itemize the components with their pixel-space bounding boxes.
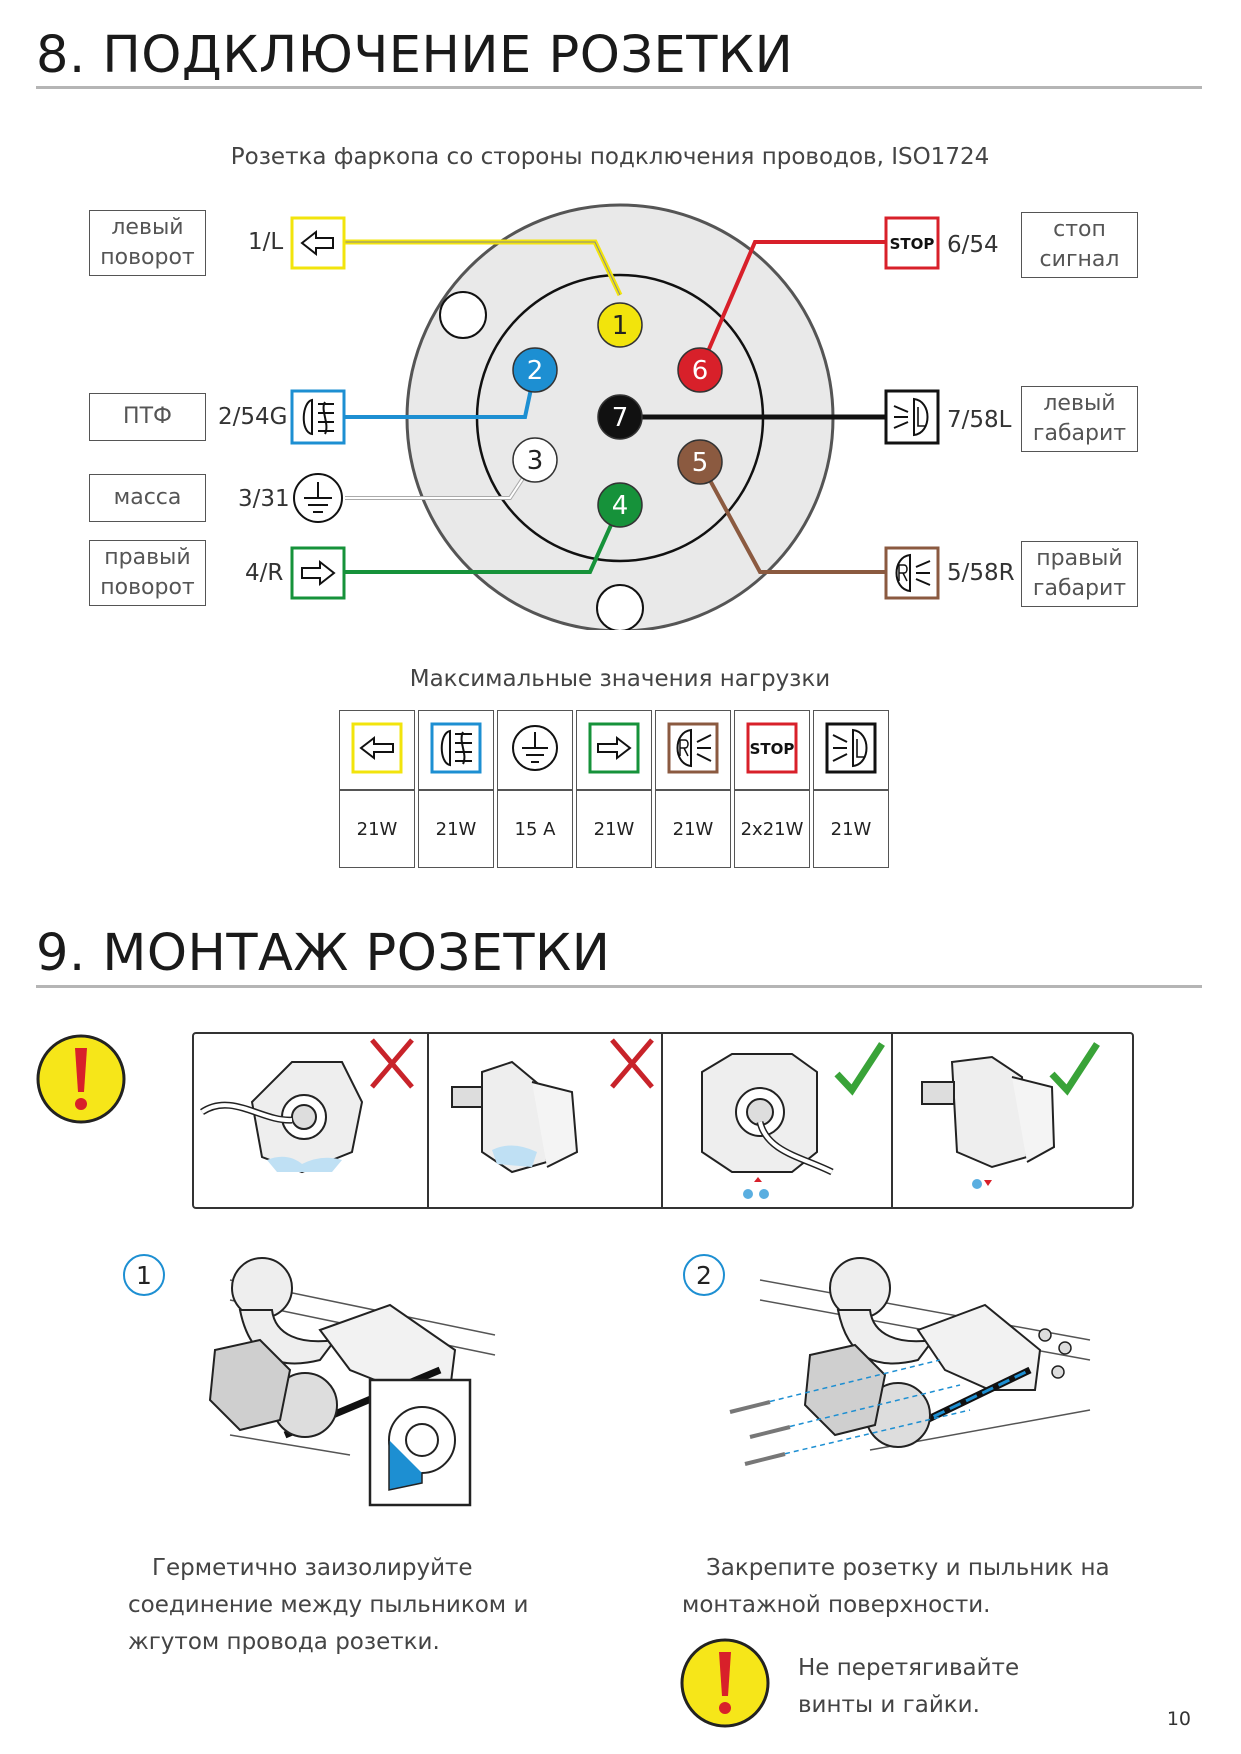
socket-key-hole-top	[439, 291, 487, 339]
wire-5-brown	[698, 461, 885, 574]
step-1-number-circle: 1	[123, 1254, 165, 1296]
load-value: 21W	[339, 790, 415, 868]
section-8-title: 8. ПОДКЛЮЧЕНИЕ РОЗЕТКИ	[36, 26, 794, 85]
load-icon-right-turn	[576, 710, 652, 790]
label-right-marker: правый габарит	[1021, 541, 1138, 607]
load-value: 21W	[418, 790, 494, 868]
left-marker-light-icon	[884, 389, 940, 445]
step-1-text: Герметично заизолируйте соединение между…	[128, 1555, 529, 1655]
pin-6-number: 6	[692, 356, 709, 386]
load-icon-right-marker	[655, 710, 731, 790]
load-icon-left-turn	[339, 710, 415, 790]
page-number: 10	[1166, 1708, 1191, 1730]
pin-2-number: 2	[527, 356, 544, 386]
label-right-turn: правый поворот	[89, 540, 206, 606]
wire-1-outline	[345, 241, 621, 296]
pin-label-2: 2/54G	[218, 404, 288, 430]
right-marker-light-icon	[667, 722, 719, 774]
pin-4: 4	[597, 482, 643, 528]
label-ground: масса	[89, 474, 206, 522]
section-9-title: 9. МОНТАЖ РОЗЕТКИ	[36, 924, 611, 983]
left-marker-light-icon	[825, 722, 877, 774]
warning-exclamation-icon	[680, 1638, 770, 1728]
step-2-bolt-illustration	[729, 1257, 1091, 1466]
step-1-tape-illustration	[208, 1257, 496, 1507]
load-table: STOP 21W 21W 15 A 21W 21W 2x21W 21W	[336, 710, 892, 868]
pin-3: 3	[512, 437, 558, 483]
correct-mounting-2	[921, 1042, 1100, 1189]
correct-mounting-1	[701, 1042, 885, 1199]
pin-label-5: 5/58R	[947, 560, 1015, 586]
wire-4-green	[345, 504, 622, 574]
ground-icon	[293, 473, 343, 523]
pin-label-1: 1/L	[248, 229, 284, 255]
left-turn-arrow-icon	[290, 216, 346, 270]
pin-3-number: 3	[527, 446, 544, 476]
fog-light-icon	[290, 389, 346, 445]
wire-6-red	[698, 240, 885, 371]
pin-2: 2	[512, 347, 558, 393]
wrong-mounting-1	[200, 1038, 414, 1174]
fog-light-icon	[430, 722, 482, 774]
mounting-orientation-panel	[192, 1032, 1134, 1209]
title-rule	[36, 985, 1202, 988]
pin-label-6: 6/54	[947, 232, 999, 258]
stop-icon: STOP	[746, 722, 798, 774]
pin-label-4: 4/R	[245, 560, 284, 586]
right-turn-arrow-icon	[588, 722, 640, 774]
load-icon-fog	[418, 710, 494, 790]
label-fog-light: ПТФ	[89, 393, 206, 441]
title-rule	[36, 86, 1202, 89]
socket-key-hole-bottom	[596, 584, 644, 630]
stop-icon: STOP	[884, 216, 940, 270]
socket-caption: Розетка фаркопа со стороны подключения п…	[230, 144, 990, 170]
pin-5: 5	[677, 439, 723, 485]
label-left-marker: левый габарит	[1021, 386, 1138, 452]
pin-1-number: 1	[612, 311, 629, 341]
right-turn-arrow-icon	[290, 546, 346, 600]
load-caption: Максимальные значения нагрузки	[409, 666, 831, 692]
pin-7: 7	[597, 394, 643, 440]
pin-6: 6	[677, 347, 723, 393]
load-value: 15 A	[497, 790, 573, 868]
step-2-text: Закрепите розетку и пыльник на монтажной…	[682, 1555, 1110, 1618]
step-1-number: 1	[136, 1261, 152, 1290]
step-2-number-circle: 2	[683, 1254, 725, 1296]
stop-icon-text: STOP	[890, 235, 935, 253]
pin-1: 1	[597, 302, 643, 348]
warning-text: Не перетягивайте винты и гайки.	[798, 1655, 1020, 1718]
right-marker-light-icon	[884, 546, 940, 600]
load-value: 21W	[813, 790, 889, 868]
pin-5-number: 5	[692, 448, 709, 478]
load-value: 21W	[655, 790, 731, 868]
load-icon-left-marker	[813, 710, 889, 790]
left-turn-arrow-icon	[351, 722, 403, 774]
load-value: 2x21W	[734, 790, 810, 868]
load-icon-stop: STOP	[734, 710, 810, 790]
warning-exclamation-icon	[36, 1034, 126, 1124]
load-icon-ground	[497, 710, 573, 790]
wrong-mounting-2	[451, 1038, 654, 1174]
step-2-number: 2	[696, 1261, 712, 1290]
pin-label-7: 7/58L	[947, 407, 1012, 433]
pin-label-3: 3/31	[238, 486, 290, 512]
pin-4-number: 4	[612, 491, 629, 521]
socket-wiring-diagram: 1 2 3 4 5 6 7	[290, 203, 940, 630]
label-left-turn: левый поворот	[89, 210, 206, 276]
load-stop-text: STOP	[750, 740, 795, 758]
ground-icon	[512, 725, 558, 771]
load-value: 21W	[576, 790, 652, 868]
label-stop-signal: стоп сигнал	[1021, 212, 1138, 278]
pin-7-number: 7	[612, 403, 629, 433]
